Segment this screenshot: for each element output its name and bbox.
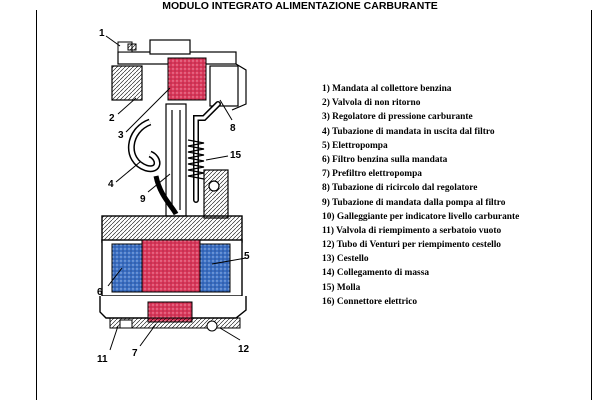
callout-3: 3 — [118, 130, 124, 141]
frame-right-border — [591, 10, 592, 400]
legend-item: 10) Galleggiante per indicatore livello … — [322, 211, 520, 222]
central-column — [153, 103, 187, 217]
diagram-title: MODULO INTEGRATO ALIMENTAZIONE CARBURANT… — [162, 0, 438, 12]
filter-right — [199, 243, 231, 293]
legend-item: 8) Tubazione di ricircolo dal regolatore — [322, 183, 478, 194]
callout-8: 8 — [230, 123, 236, 134]
callout-12: 12 — [238, 344, 250, 355]
callout-11: 11 — [97, 354, 108, 365]
legend-item: 14) Collegamento di massa — [322, 268, 430, 279]
bottom-details — [109, 317, 241, 332]
callout-2: 2 — [109, 113, 115, 124]
pressure-regulator — [167, 57, 207, 101]
callout-5: 5 — [244, 251, 250, 262]
legend-item: 11) Valvola di riempimento a serbatoio v… — [322, 225, 502, 236]
connector-1 — [117, 41, 137, 53]
callout-1: 1 — [99, 28, 105, 39]
legend-item: 7) Prefiltro elettropompa — [322, 169, 422, 180]
legend-item: 16) Connettore elettrico — [322, 296, 418, 307]
legend-item: 12) Tubo di Venturi per riempimento cest… — [322, 240, 501, 251]
callout-4: 4 — [108, 179, 114, 190]
legend-item: 5) Elettropompa — [322, 140, 388, 151]
callout-6: 6 — [97, 287, 103, 298]
legend-item: 2) Valvola di non ritorno — [322, 98, 421, 109]
legend-item: 4) Tubazione di mandata in uscita dal fi… — [322, 126, 495, 137]
legend-item: 1) Mandata al collettore benzina — [322, 84, 452, 94]
electric-pump — [141, 239, 201, 293]
spring-15 — [187, 139, 205, 180]
legend-item: 15) Molla — [322, 282, 361, 293]
callout-9: 9 — [140, 194, 146, 205]
legend-item: 9) Tubazione di mandata dalla pompa al f… — [322, 197, 506, 208]
frame-left-border — [36, 10, 37, 400]
legend-list: 1) Mandata al collettore benzina 2) Valv… — [322, 82, 519, 309]
legend-item: 6) Filtro benzina sulla mandata — [322, 154, 448, 165]
legend-item: 13) Cestello — [322, 254, 369, 265]
leader-lines — [105, 35, 247, 351]
callout-15: 15 — [230, 150, 242, 161]
filter-left — [111, 243, 143, 293]
callout-7: 7 — [132, 348, 138, 359]
legend-item: 3) Regolatore di pressione carburante — [322, 112, 473, 123]
float-mechanism — [203, 169, 229, 219]
